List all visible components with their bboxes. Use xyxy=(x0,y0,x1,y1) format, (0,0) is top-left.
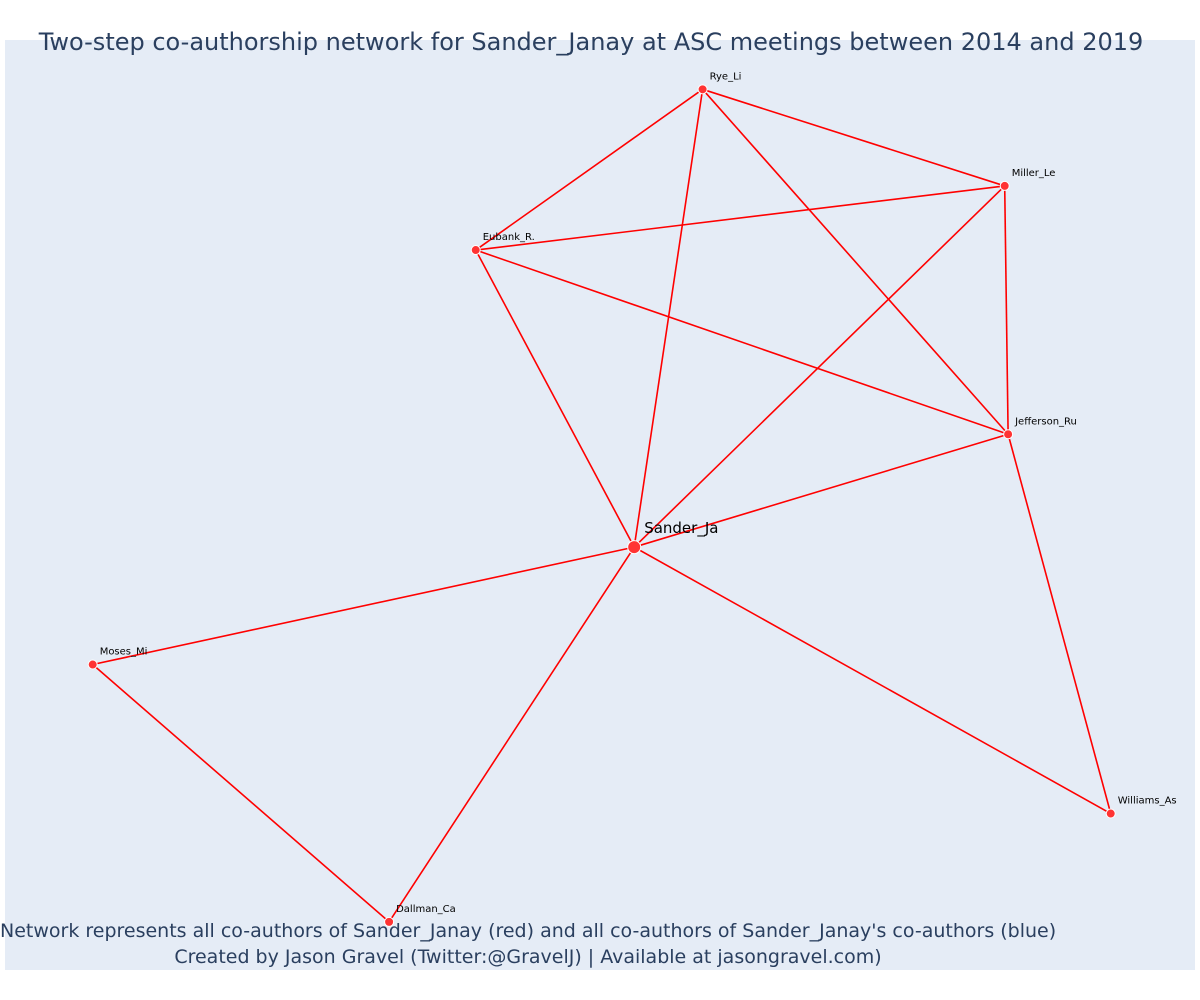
node-label-jefferson_ru: Jefferson_Ru xyxy=(1014,416,1077,427)
edge-sander_ja-jefferson_ru xyxy=(633,433,1009,548)
nodes-layer xyxy=(87,84,1116,927)
edge-rye_li-eubank_r xyxy=(475,88,704,251)
edge-sander_ja-rye_li xyxy=(633,89,704,548)
edge-miller_le-jefferson_ru xyxy=(1003,185,1009,435)
edge-eubank_r-jefferson_ru xyxy=(475,249,1009,436)
node-label-dallman_ca: Dallman_Ca xyxy=(396,904,456,915)
node-dallman_ca[interactable] xyxy=(384,916,395,927)
node-label-miller_le: Miller_Le xyxy=(1012,168,1056,179)
edge-jefferson_ru-williams_as xyxy=(1007,434,1112,814)
node-moses_mi[interactable] xyxy=(87,659,98,670)
edges-layer xyxy=(92,88,1112,923)
edge-sander_ja-moses_mi xyxy=(92,546,635,666)
edge-sander_ja-dallman_ca xyxy=(388,546,635,923)
node-eubank_r[interactable] xyxy=(470,245,481,256)
edge-rye_li-miller_le xyxy=(702,88,1005,187)
edge-moses_mi-dallman_ca xyxy=(92,663,390,923)
node-label-rye_li: Rye_Li xyxy=(710,71,742,82)
edge-sander_ja-eubank_r xyxy=(475,249,635,548)
node-label-eubank_r: Eubank_R. xyxy=(483,232,535,243)
node-williams_as[interactable] xyxy=(1105,808,1116,819)
node-label-williams_as: Williams_As xyxy=(1118,796,1177,807)
node-rye_li[interactable] xyxy=(697,84,708,95)
edge-sander_ja-williams_as xyxy=(633,546,1112,815)
node-sander_ja[interactable] xyxy=(627,540,642,555)
node-miller_le[interactable] xyxy=(999,180,1010,191)
plot-area xyxy=(5,40,1195,970)
edge-sander_ja-miller_le xyxy=(633,185,1006,548)
footer-line-2: Created by Jason Gravel (Twitter:@Gravel… xyxy=(174,946,882,968)
chart-title: Two-step co-authorship network for Sande… xyxy=(38,28,1144,56)
node-jefferson_ru[interactable] xyxy=(1003,429,1014,440)
node-label-moses_mi: Moses_Mi xyxy=(100,647,148,658)
footer-line-1: Network represents all co-authors of San… xyxy=(0,920,1057,942)
node-label-sander_ja: Sander_Ja xyxy=(644,519,718,538)
chart-footer: Network represents all co-authors of San… xyxy=(0,918,1056,970)
edge-rye_li-jefferson_ru xyxy=(702,88,1009,435)
edge-eubank_r-miller_le xyxy=(475,185,1005,251)
